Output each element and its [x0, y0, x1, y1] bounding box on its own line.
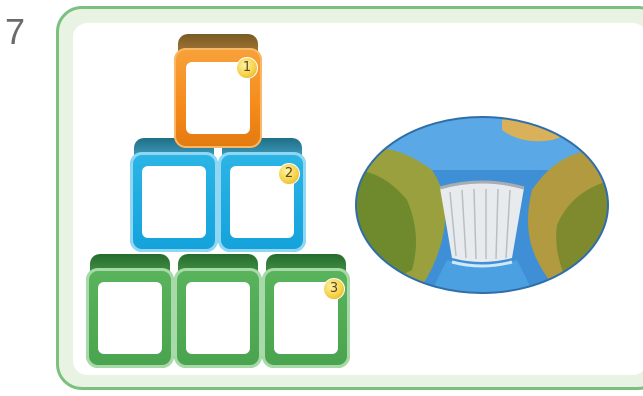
block-window: [98, 282, 162, 354]
block-window: [142, 166, 206, 238]
level1-number-badge: 1: [236, 57, 258, 79]
block-window: [186, 282, 250, 354]
question-number: 7: [5, 14, 25, 50]
pyramid-level3-block-1: [86, 268, 174, 368]
dam-illustration-icon: [352, 110, 612, 300]
level3-number-badge: 3: [323, 278, 345, 300]
level2-number-badge: 2: [278, 163, 300, 185]
pyramid-level3-block-2: [174, 268, 262, 368]
pyramid-level2-block-1: [130, 152, 218, 252]
